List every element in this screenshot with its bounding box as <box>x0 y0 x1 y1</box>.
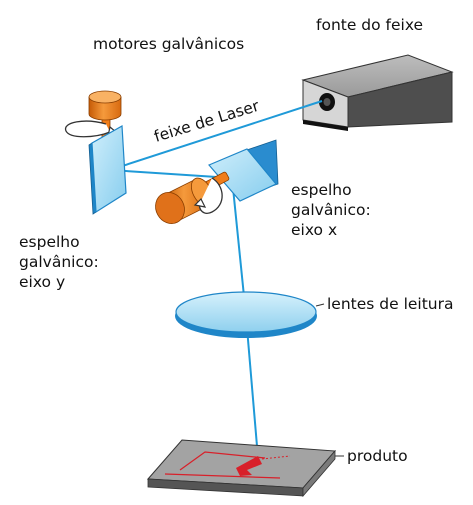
mirror-x-plate <box>208 148 277 202</box>
label-mirror-x-line3: eixo x <box>291 221 338 239</box>
beam-source <box>301 54 454 131</box>
product-side <box>302 449 336 498</box>
beam-source-to-mirror-y <box>109 100 323 171</box>
label-galvo-motors: motores galvânicos <box>93 35 245 53</box>
galvo-mirror-y <box>65 90 127 215</box>
product-marking-tick <box>261 455 291 460</box>
product-marking-line-a <box>179 451 266 471</box>
beam-mirror-y-to-mirror-x <box>109 169 233 179</box>
scan-lens-body <box>175 291 317 333</box>
product <box>146 439 337 498</box>
label-beam-source: fonte do feixe <box>316 16 424 34</box>
motor-y-top <box>88 90 122 104</box>
rotation-arrow-x-head-icon <box>193 197 207 208</box>
label-scan-lens: lentes de leitura <box>327 295 454 313</box>
label-mirror-x-line1: espelho <box>291 181 352 199</box>
galvo-mirror-x <box>155 139 279 224</box>
product-marking-mark <box>236 456 262 476</box>
beam-source-aperture-inner <box>323 98 331 106</box>
motor-y-body <box>88 96 122 121</box>
leader-lines <box>315 303 344 457</box>
rotation-arrow-x-icon <box>198 177 223 214</box>
scan-lens <box>175 291 317 338</box>
label-mirror-y-line1: espelho <box>19 233 80 251</box>
product-marking-line-b <box>164 473 281 479</box>
label-mirror-x-line2: galvânico: <box>291 201 371 219</box>
label-mirror-y-line2: galvânico: <box>19 253 99 271</box>
motor-x-back <box>155 192 185 224</box>
label-product: produto <box>347 447 408 465</box>
leader-lens <box>315 303 325 307</box>
rotation-arrow-y-icon <box>65 120 111 138</box>
laser-beam-path <box>109 100 323 459</box>
mirror-y-plate <box>91 125 127 214</box>
beam-source-base <box>303 120 348 131</box>
label-mirror-y-line3: eixo y <box>19 273 66 291</box>
beam-lens-to-product <box>245 315 259 459</box>
